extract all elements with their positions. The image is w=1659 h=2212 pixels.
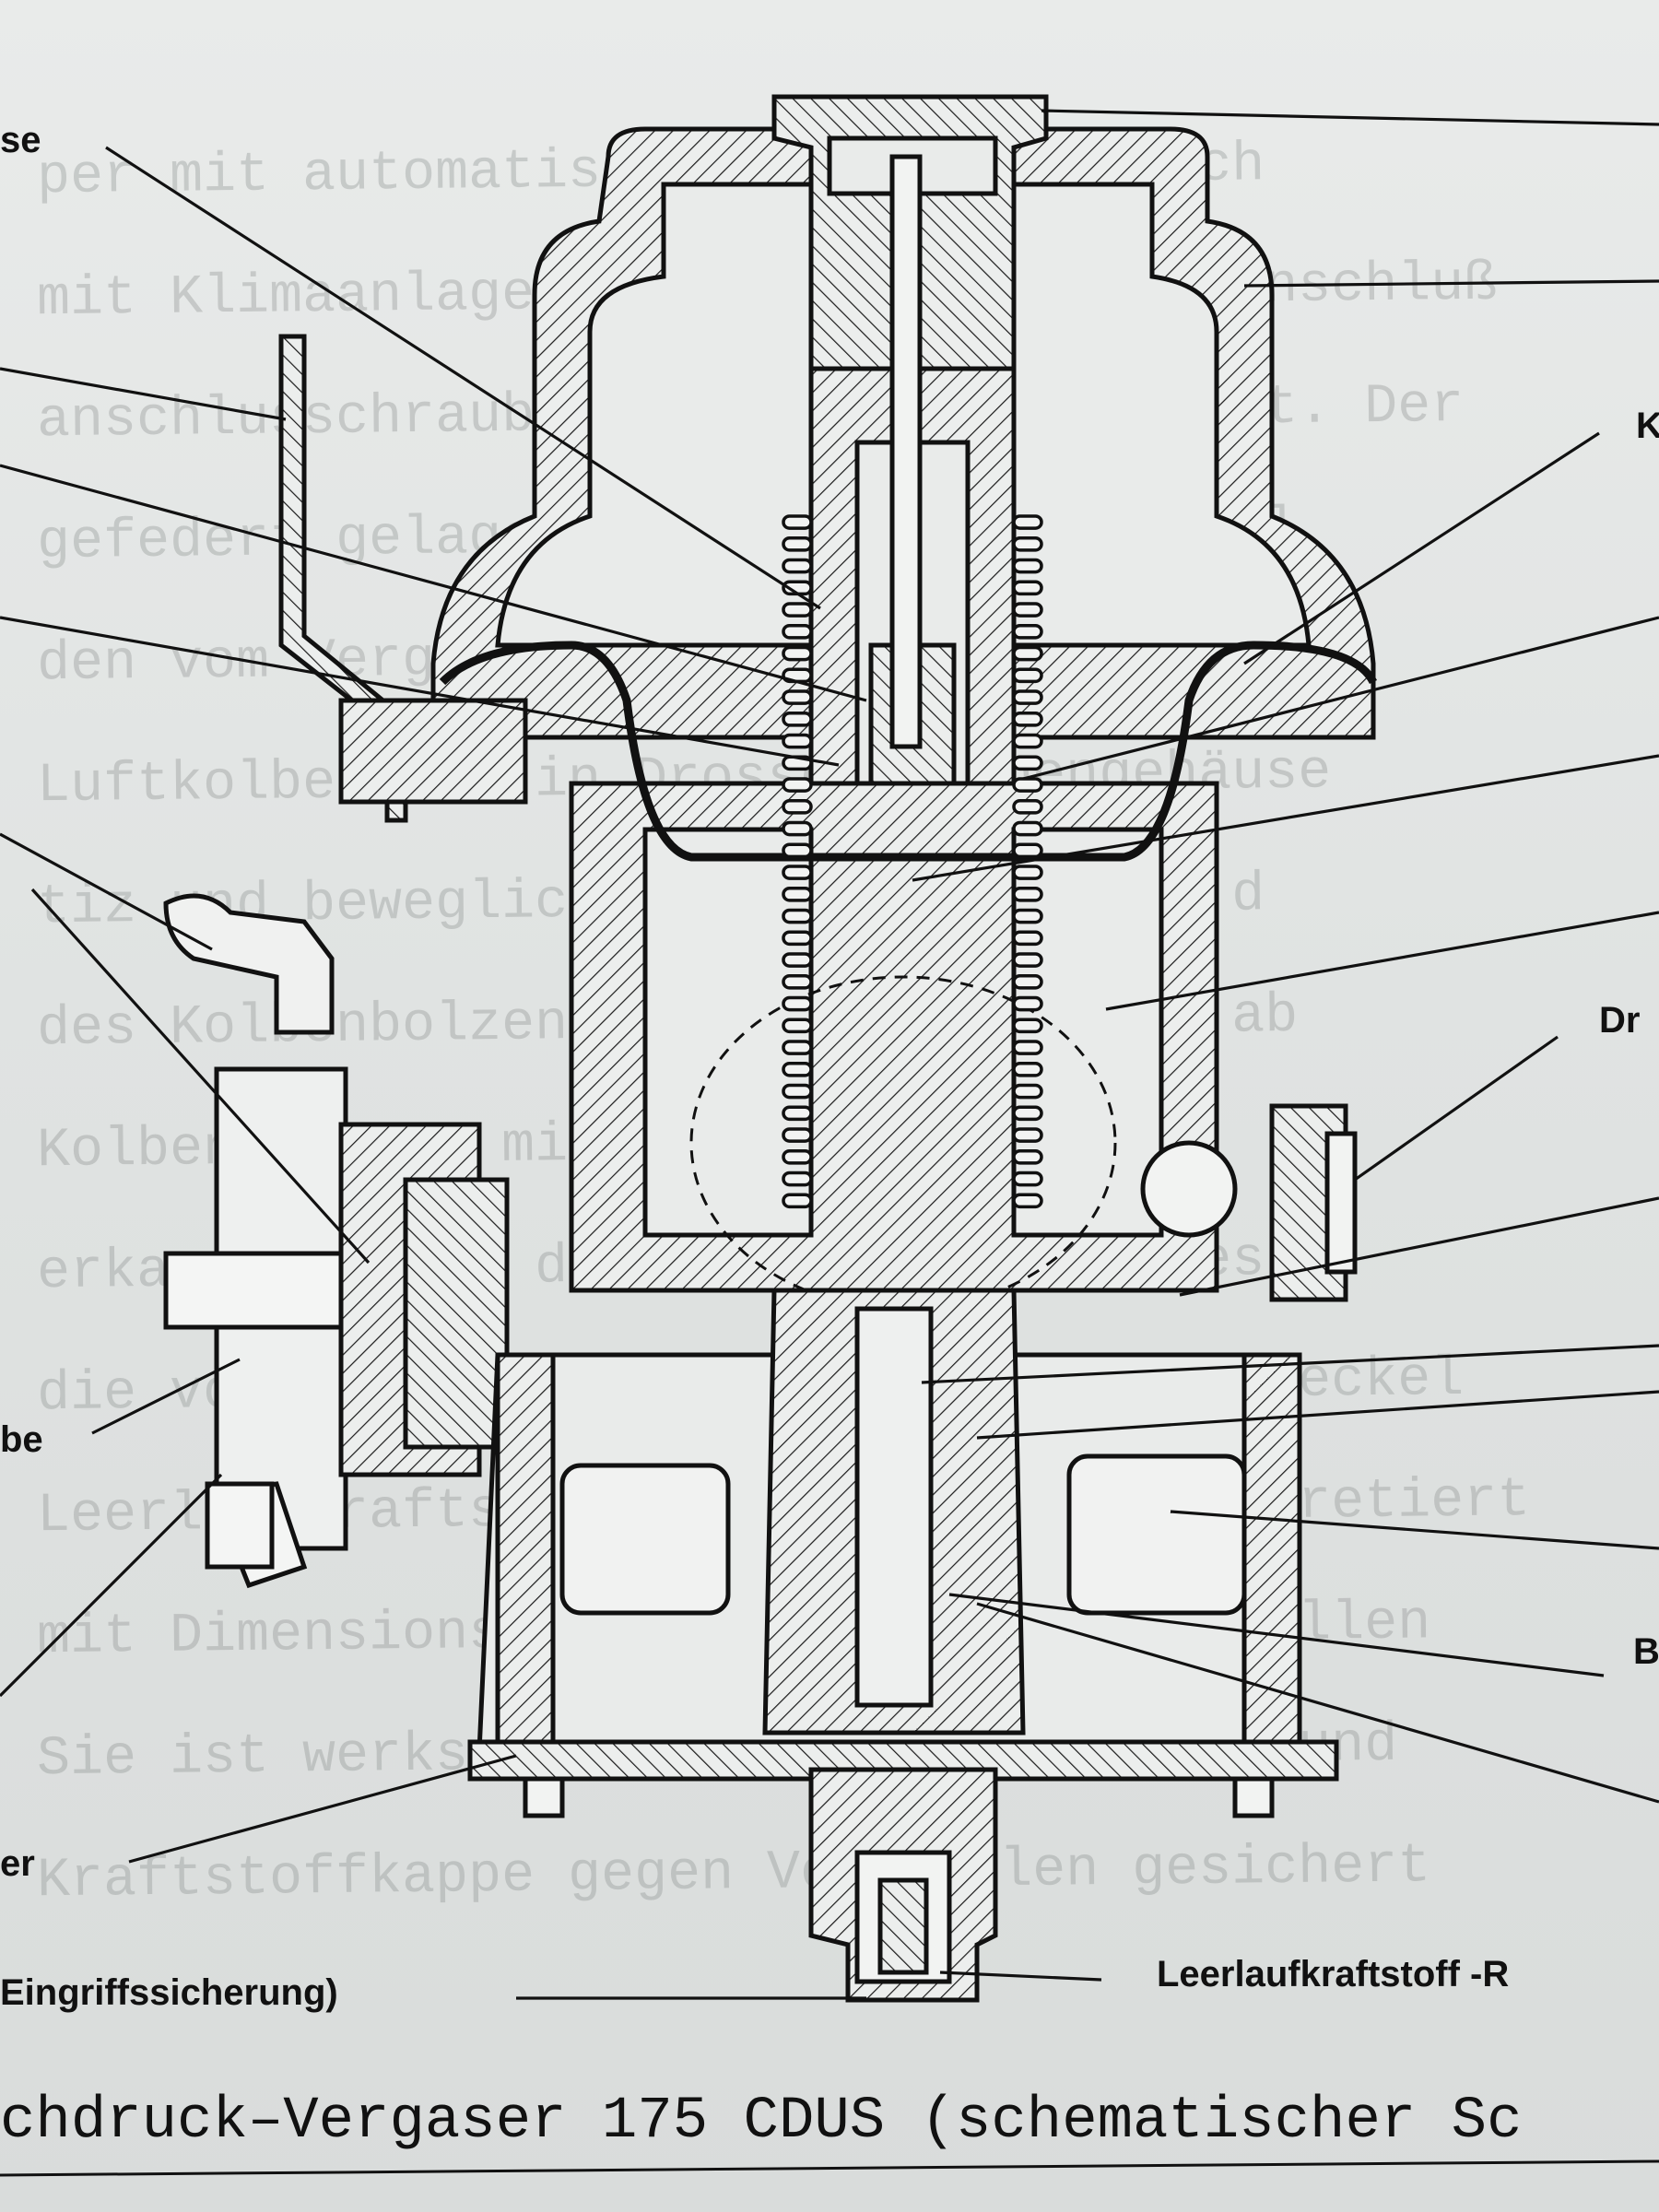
spring-coil [782, 974, 813, 990]
spring-coil [782, 930, 813, 947]
label-bottom-center: Leerlaufkraftstoff -R [1157, 1954, 1510, 1994]
damper-knob-right [1140, 1103, 1358, 1302]
spring-coil [782, 842, 813, 859]
spring-coil [1012, 1171, 1043, 1187]
label-right-b: B [1633, 1631, 1659, 1672]
caption-rule [0, 2159, 1659, 2177]
spring-coil [782, 1105, 813, 1122]
spring-coil [1012, 712, 1043, 727]
label-right-dr: Dr [1599, 1000, 1641, 1041]
throttle-linkage [163, 1066, 510, 1589]
piston-chamber-body [569, 781, 1219, 1311]
spring-coil [1012, 624, 1043, 640]
spring-coil [782, 952, 813, 968]
spring-coil [782, 536, 813, 552]
spring-coil [782, 908, 813, 924]
spring-coil [1012, 842, 1043, 859]
leader-lines [0, 109, 1659, 2000]
spring-coil [1012, 645, 1043, 662]
spring-coil [1012, 887, 1043, 902]
spring-coil [1012, 1193, 1043, 1209]
spring-coil [1012, 1062, 1043, 1077]
spring-coil [782, 1062, 813, 1077]
spring-coil [1012, 952, 1043, 968]
spring-coil [1012, 865, 1043, 880]
spring-coil [782, 777, 813, 793]
label-bottom-left: Eingriffssicherung) [0, 1972, 338, 2013]
label-left-lower: er [0, 1843, 35, 1884]
spring-coil [1012, 799, 1043, 815]
spring-coil [782, 1171, 813, 1187]
label-right-k: K [1636, 406, 1659, 446]
diaphragm [439, 641, 1378, 862]
spring-coil [1012, 667, 1043, 684]
spring-coil [1012, 733, 1043, 749]
label-left-top: se [0, 120, 41, 160]
spring-coil [782, 865, 813, 880]
spring-coil [782, 887, 813, 902]
spring-coil [1012, 602, 1043, 618]
spring-coil [1012, 1149, 1043, 1165]
spring-coil [782, 514, 813, 530]
spring-coil [782, 1040, 813, 1055]
spring-coil [782, 995, 813, 1012]
spring-coil [782, 645, 813, 662]
spring-coil [1012, 1105, 1043, 1122]
spring-coil [1012, 777, 1043, 793]
spring-coil [1012, 974, 1043, 990]
spring-coil [782, 1127, 813, 1143]
spring-coil [1012, 995, 1043, 1012]
spring-coil [782, 799, 813, 815]
spring-coil [782, 820, 813, 837]
spring-coil [1012, 820, 1043, 837]
spring-coil [782, 1083, 813, 1100]
spring-coil [1012, 1040, 1043, 1055]
spring-coil [782, 1018, 813, 1034]
spring-coil [1012, 930, 1043, 947]
spring-coil [782, 602, 813, 618]
spring-coil [1012, 580, 1043, 596]
spring-coil [782, 1193, 813, 1209]
jet-assembly [523, 1767, 1275, 2003]
lever-arm-left [163, 334, 528, 1035]
spring-coil [1012, 1127, 1043, 1143]
spring-coil [782, 558, 813, 574]
spring-coil [782, 689, 813, 705]
spring-coil [782, 712, 813, 727]
spring-coil [1012, 1083, 1043, 1100]
figure-caption: chdruck–Vergaser 175 CDUS (schematischer… [0, 2088, 1523, 2155]
spring-coil [1012, 536, 1043, 552]
spring-coil [782, 624, 813, 640]
spring-coil [1012, 514, 1043, 530]
spring-coil [1012, 755, 1043, 771]
spring-coil [1012, 908, 1043, 924]
spring-coil [1012, 689, 1043, 705]
label-left-middle: be [0, 1419, 43, 1460]
float-chamber [467, 1288, 1339, 1782]
spring-coil [782, 1149, 813, 1165]
spring-coil [1012, 1018, 1043, 1034]
spring-coil [782, 733, 813, 749]
spring-coil [1012, 558, 1043, 574]
